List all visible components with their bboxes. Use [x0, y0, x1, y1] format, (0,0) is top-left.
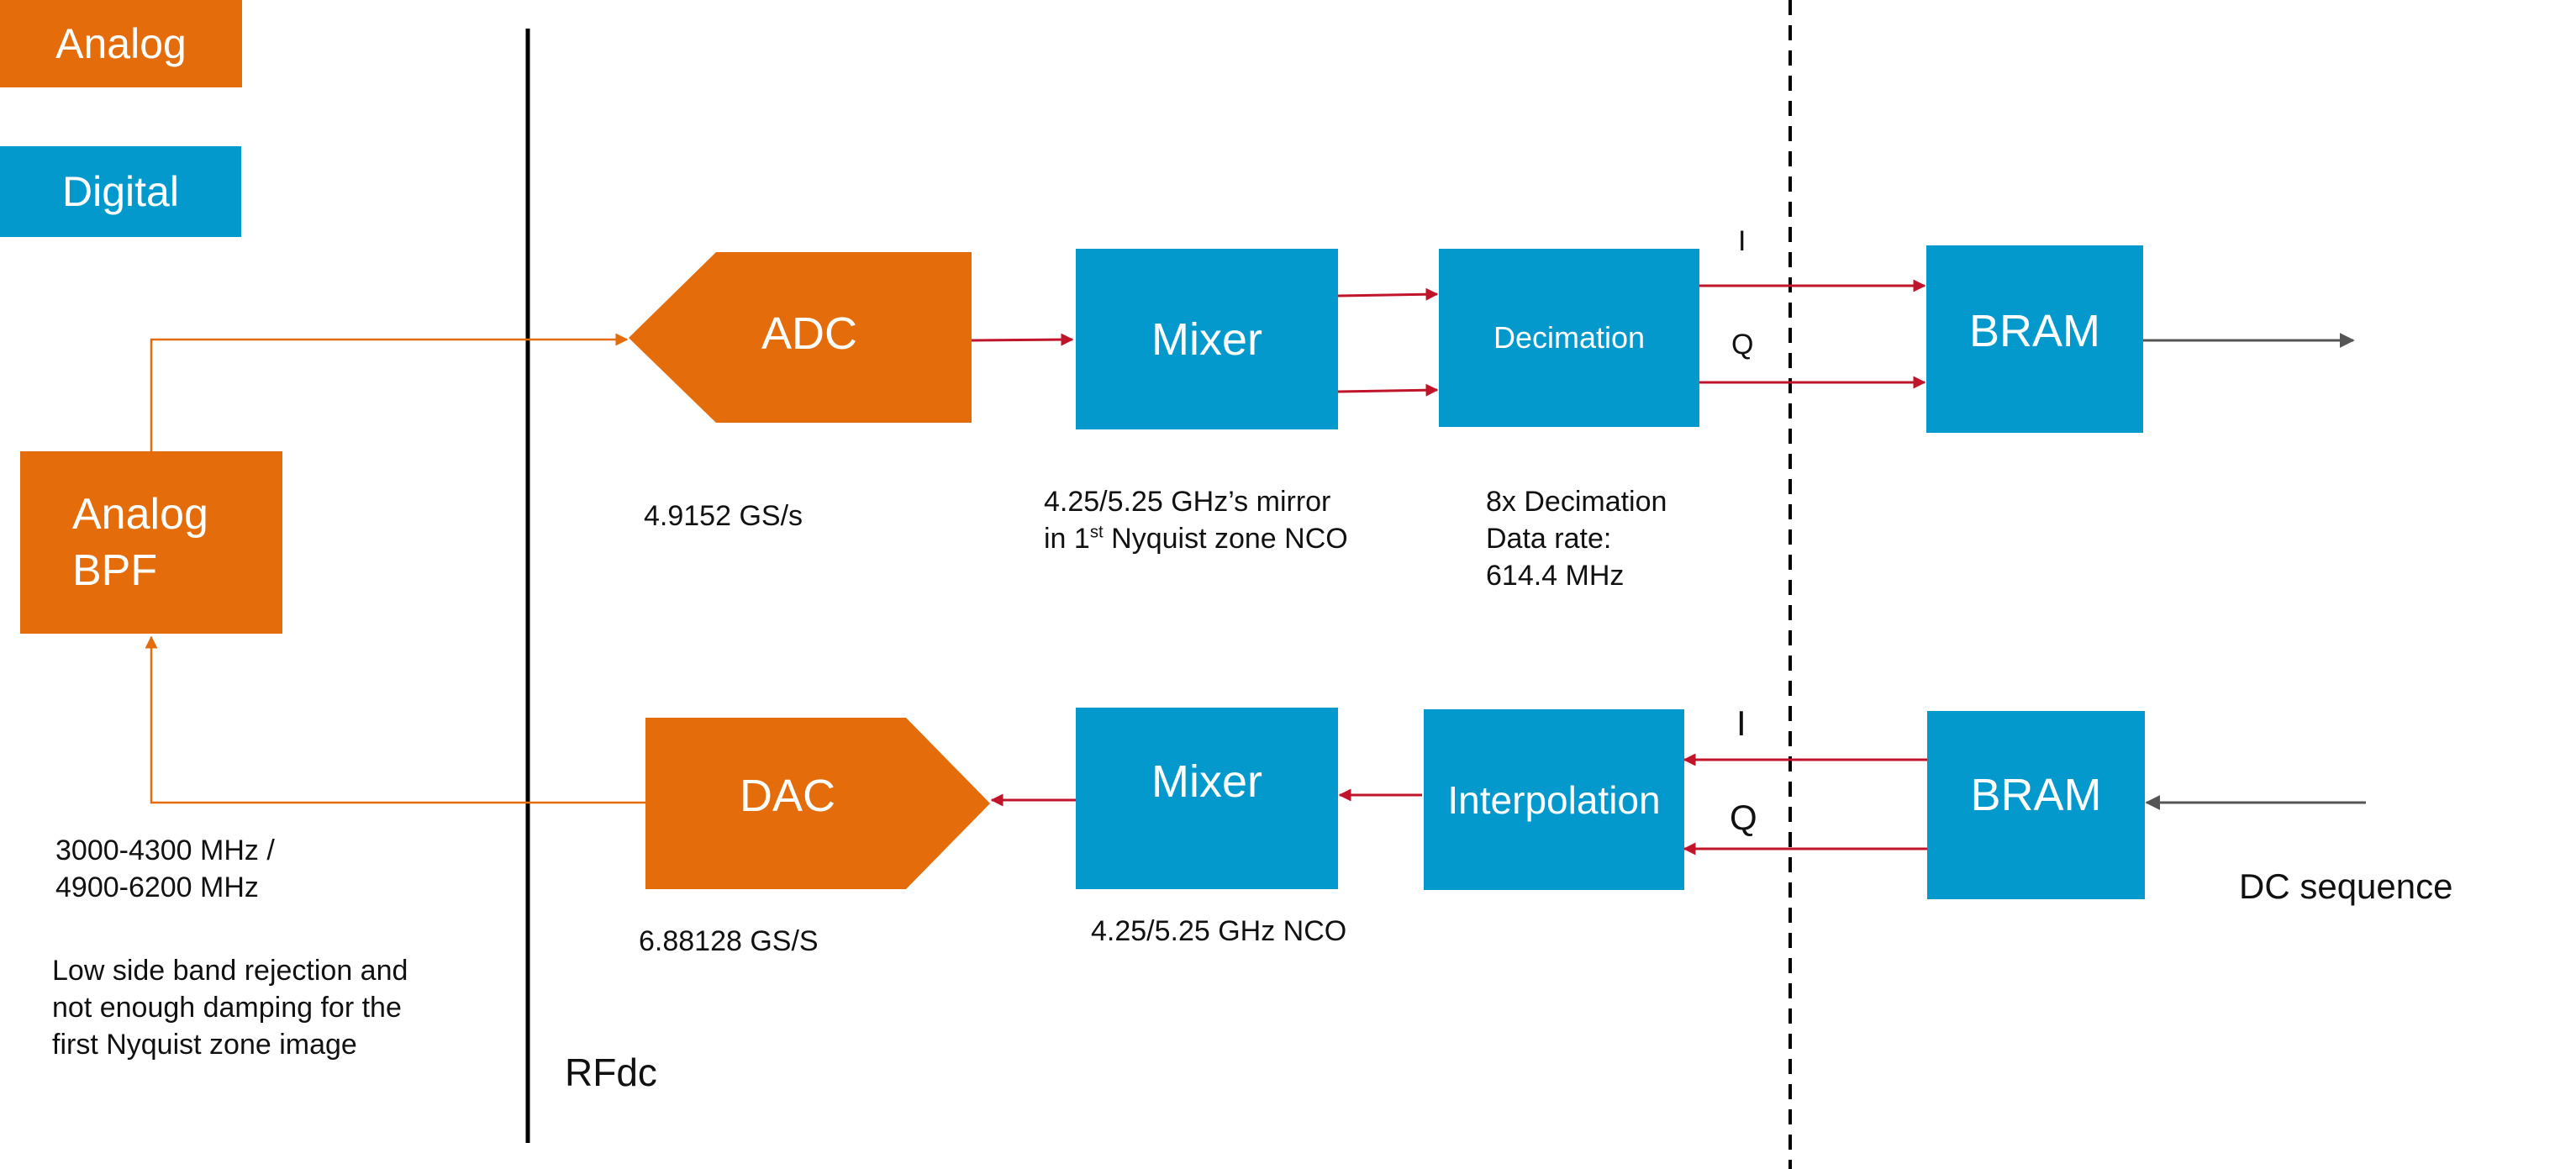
- bpf-note-line2: not enough damping for the: [52, 992, 402, 1024]
- mixer-tx-block: Mixer: [1076, 708, 1338, 889]
- legend-digital: Digital: [0, 146, 241, 237]
- bram-tx-block: BRAM: [1927, 711, 2145, 899]
- analog-bpf-label-line2: BPF: [72, 545, 158, 595]
- decimation-block: Decimation: [1439, 249, 1699, 427]
- mixer-rx-nco-line1: 4.25/5.25 GHz’s mirror: [1044, 486, 1331, 518]
- decimation-info-line2: Data rate:: [1486, 523, 1612, 556]
- bpf-to-adc-path: [150, 333, 629, 451]
- rfdc-label: RFdc: [565, 1051, 657, 1094]
- dac-block: [645, 718, 990, 889]
- dc-sequence-label: DC sequence: [2239, 866, 2453, 906]
- mixer-rx-nco-label: 4.25/5.25 GHz’s mirror in 1st Nyquist zo…: [1044, 483, 1348, 557]
- mixer-to-decimation-arrow-q: [1337, 383, 1439, 397]
- bpf-note-line3: first Nyquist zone image: [52, 1029, 357, 1061]
- decimation-info-line3: 614.4 MHz: [1486, 560, 1625, 592]
- adc-rate-label: 4.9152 GS/s: [644, 500, 803, 532]
- bpf-note-line1: Low side band rejection and: [52, 955, 408, 987]
- decimation-info-line1: 8x Decimation: [1486, 486, 1667, 518]
- mixer-to-decimation-arrow-i: [1337, 287, 1439, 301]
- bpf-range-line1: 3000-4300 MHz /: [55, 835, 275, 866]
- bpf-range-label: 3000-4300 MHz / 4900-6200 MHz: [55, 832, 275, 906]
- bpf-range-line2: 4900-6200 MHz: [55, 871, 259, 904]
- dac-label: DAC: [740, 771, 836, 821]
- signal-i-tx-label: I: [1736, 703, 1746, 743]
- interpolation-block: Interpolation: [1424, 709, 1684, 890]
- signal-q-rx-label: Q: [1731, 329, 1754, 361]
- signal-i-rx-label: I: [1738, 225, 1746, 257]
- adc-label: ADC: [761, 308, 858, 359]
- dac-rate-label: 6.88128 GS/S: [639, 925, 819, 957]
- mixer-rx-block: Mixer: [1076, 249, 1338, 429]
- mixer-rx-nco-line2: in 1st Nyquist zone NCO: [1044, 523, 1348, 556]
- decimation-info-label: 8x Decimation Data rate: 614.4 MHz: [1486, 483, 1667, 595]
- analog-bpf-block: Analog BPF: [20, 451, 282, 634]
- analog-bpf-label-line1: Analog: [72, 490, 208, 540]
- bram-rx-block: BRAM: [1926, 245, 2143, 433]
- dac-to-bpf-path: [145, 635, 645, 804]
- mixer-tx-nco-label: 4.25/5.25 GHz NCO: [1091, 915, 1347, 947]
- adc-block: [629, 252, 972, 423]
- bpf-note-label: Low side band rejection and not enough d…: [52, 952, 408, 1064]
- legend-analog: Analog: [0, 0, 242, 87]
- signal-q-tx-label: Q: [1730, 798, 1757, 837]
